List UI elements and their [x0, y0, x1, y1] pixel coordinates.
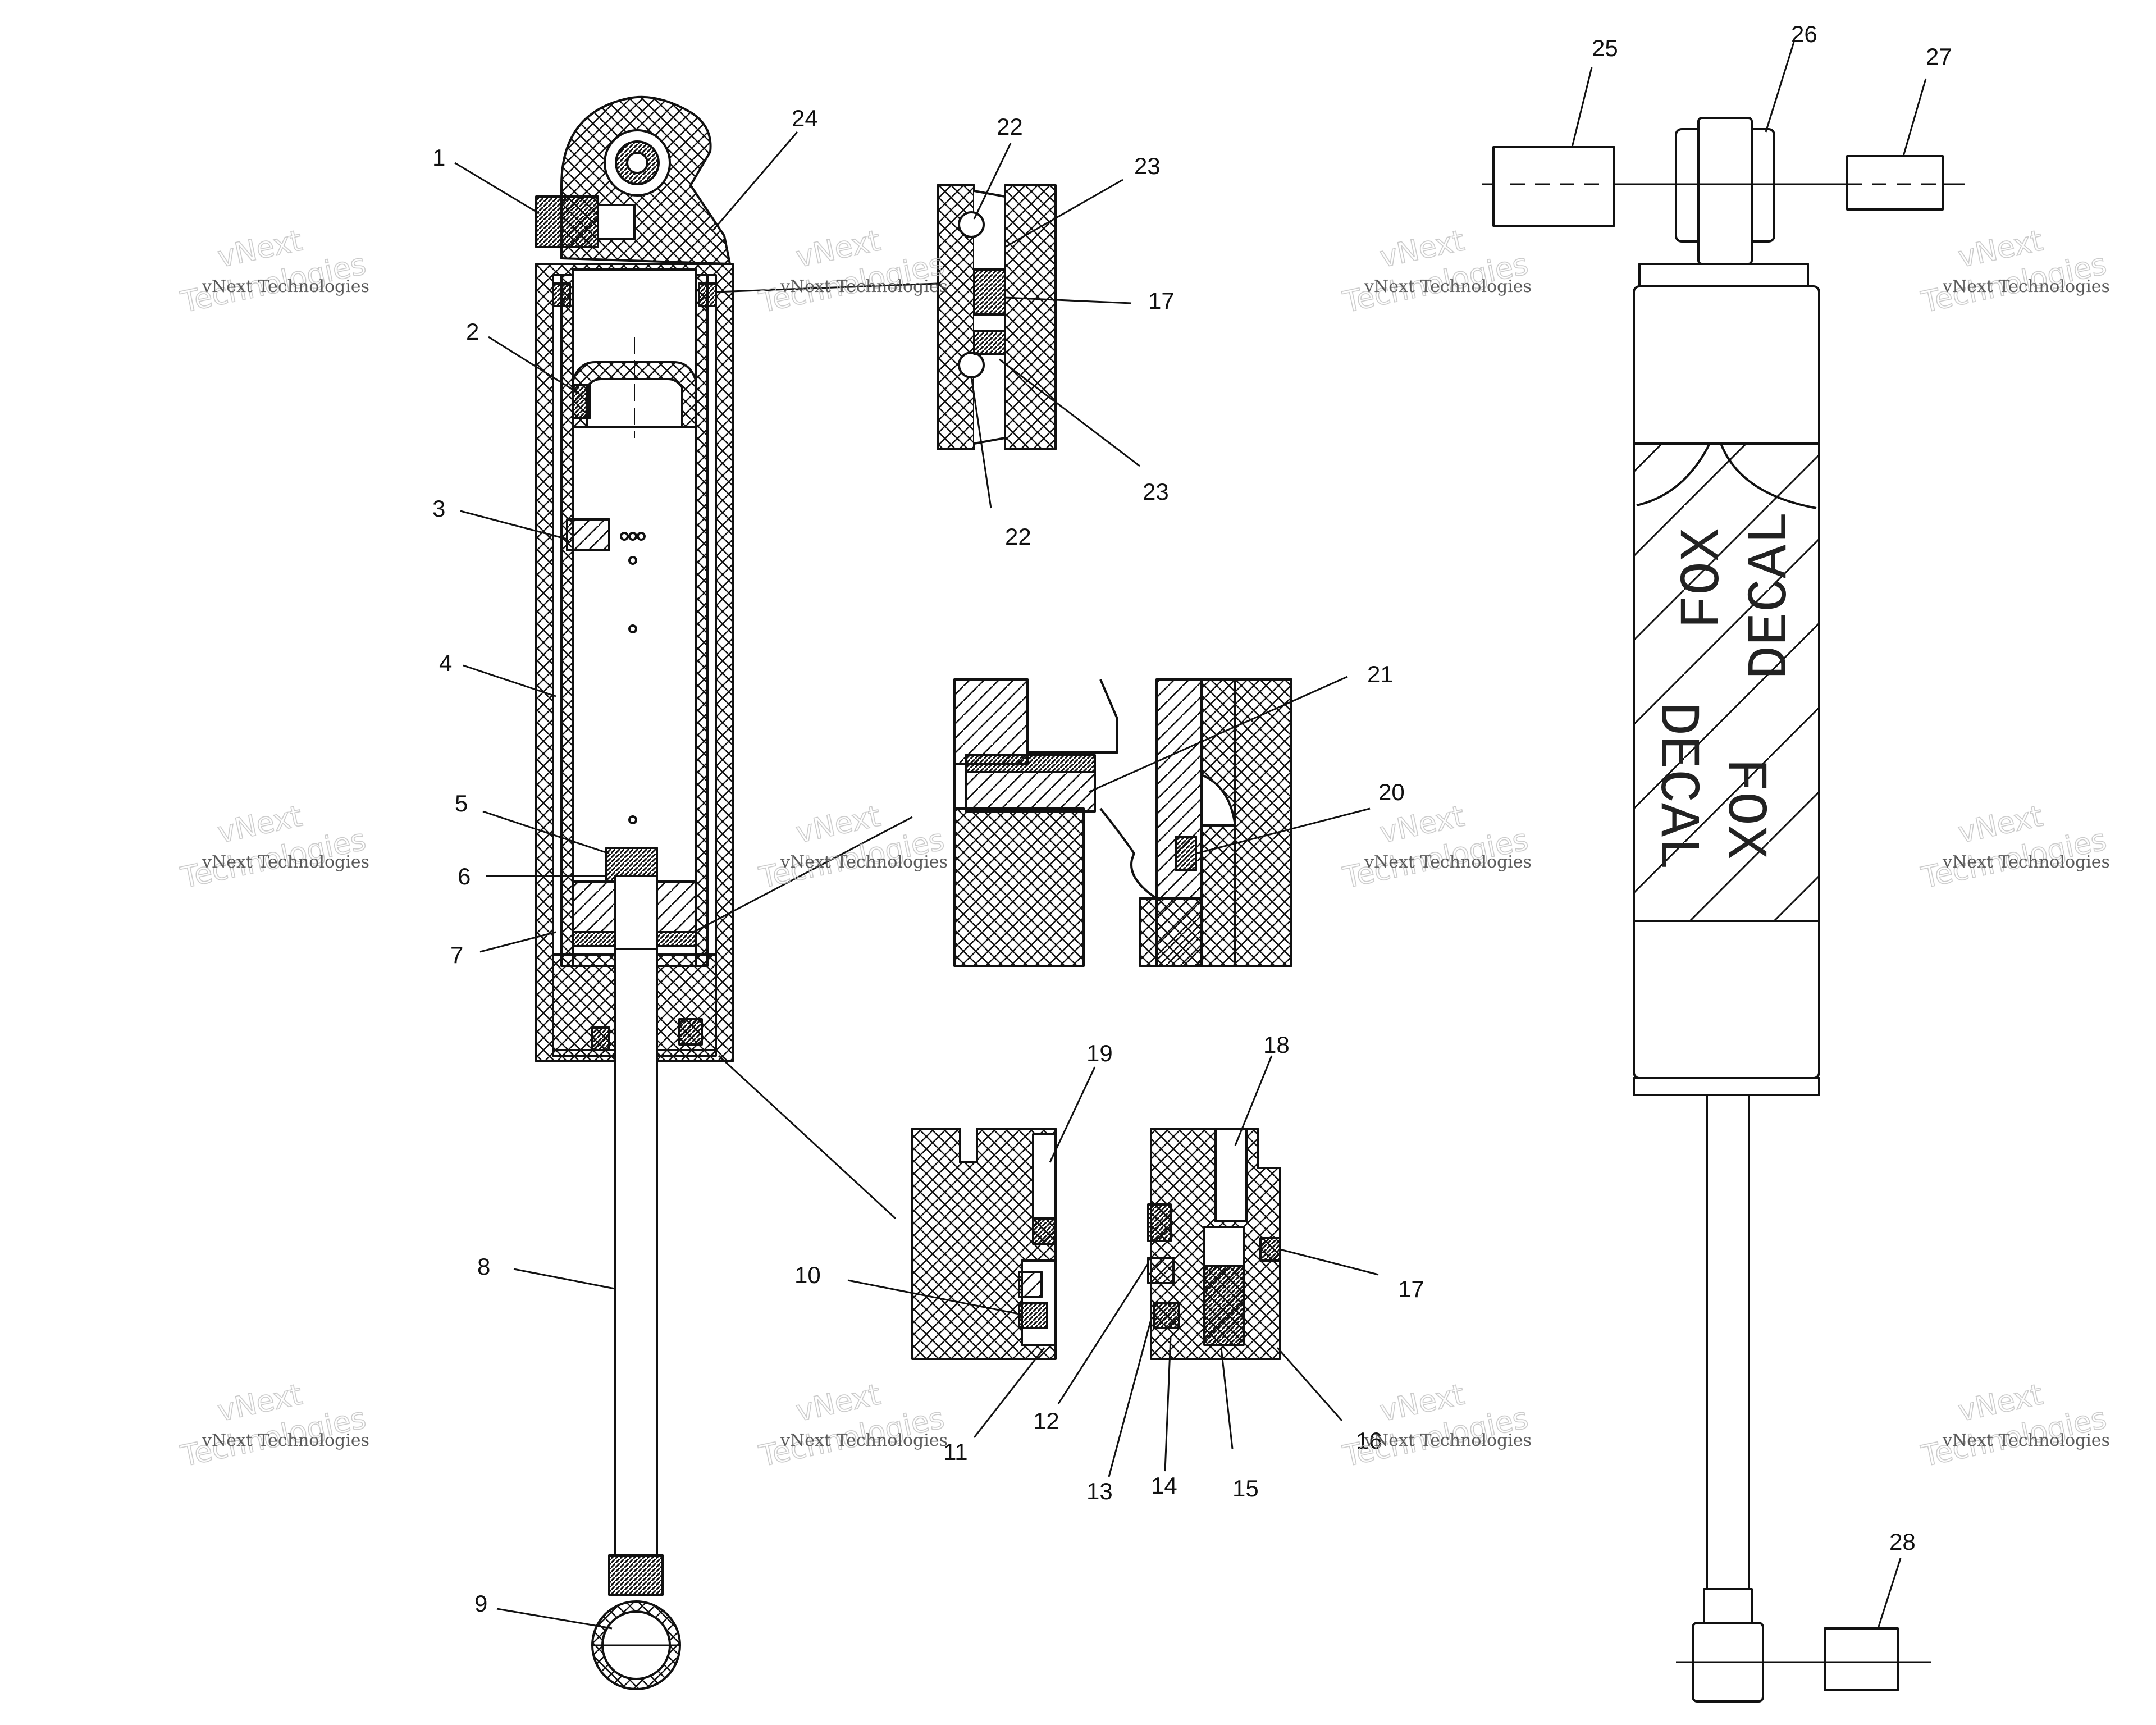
svg-text:vNext Technologies: vNext Technologies [1364, 1431, 1532, 1450]
shock-cross-section [535, 95, 734, 1690]
watermark-8: vNext Technologies vNext Technologies [1918, 799, 2110, 896]
callout-22-lower: 22 [1005, 523, 1031, 550]
watermark-12: vNext Technologies vNext Technologies [1918, 1377, 2110, 1474]
shaft-thread [608, 1554, 664, 1596]
watermark-6: vNext Technologies vNext Technologies [756, 799, 948, 896]
watermark-7: vNext Technologies vNext Technologies [1340, 799, 1532, 896]
callout-8: 8 [477, 1253, 490, 1280]
callout-28: 28 [1889, 1528, 1916, 1555]
schrader-valve [535, 195, 599, 248]
callout-17-top: 17 [1148, 288, 1175, 314]
fox-decal [1633, 442, 1820, 922]
decal-fox-lower: FOX [1712, 758, 1775, 859]
svg-text:vNext Technologies: vNext Technologies [780, 1431, 948, 1450]
callout-25: 25 [1592, 35, 1618, 61]
svg-text:vNext Technologies: vNext Technologies [202, 1431, 369, 1450]
callout-9: 9 [474, 1590, 487, 1617]
callout-10: 10 [794, 1262, 821, 1288]
callout-22-upper: 22 [997, 113, 1023, 140]
wiper-seal [1018, 1302, 1048, 1329]
bleed-screw [1203, 1265, 1245, 1346]
shock-exterior-view [1633, 117, 1820, 1703]
detail-seal-head-left [911, 1128, 1057, 1360]
svg-text:vNext Technologies: vNext Technologies [780, 852, 948, 872]
watermark-10: vNext Technologies vNext Technologies [756, 1377, 948, 1474]
spacer-25 [1492, 146, 1615, 227]
callout-23-upper: 23 [1134, 153, 1161, 179]
svg-text:vNext Technologies: vNext Technologies [1942, 1431, 2110, 1450]
svg-text:vNext Technologies: vNext Technologies [1364, 277, 1532, 296]
watermark-4: vNext Technologies vNext Technologies [1918, 223, 2110, 320]
callout-7: 7 [450, 942, 463, 968]
callout-21: 21 [1367, 661, 1394, 687]
watermark-1: vNext Technologies vNext Technologies [177, 223, 369, 320]
decal-lettering: FOX DECAL FOX DECAL [1645, 511, 1803, 870]
callout-6: 6 [458, 863, 471, 889]
callout-16: 16 [1356, 1427, 1382, 1454]
watermark-5: vNext Technologies vNext Technologies [177, 799, 369, 896]
spacer-27 [1846, 155, 1944, 211]
callout-23-lower: 23 [1143, 478, 1169, 505]
o-ring-upper [958, 211, 985, 238]
decal-fox-upper: FOX [1672, 528, 1735, 629]
decal-decal-lower: DECAL [1645, 702, 1708, 870]
decal-decal-upper: DECAL [1739, 511, 1803, 679]
piston-ring [965, 771, 1096, 813]
callout-labels: 1 2 3 4 5 6 7 8 9 10 11 12 13 14 15 16 1… [432, 21, 1952, 1617]
callout-26: 26 [1791, 21, 1817, 47]
watermarks: vNext Technologies vNext Technologies vN… [177, 223, 2110, 1474]
callout-12: 12 [1033, 1408, 1059, 1434]
svg-text:vNext Technologies: vNext Technologies [1942, 277, 2110, 296]
callout-27: 27 [1926, 43, 1952, 70]
callout-17-seal-head: 17 [1398, 1276, 1424, 1302]
exterior-shaft [1706, 1094, 1750, 1590]
callout-3: 3 [432, 495, 445, 522]
callout-4: 4 [439, 650, 452, 676]
callout-2: 2 [466, 318, 479, 345]
callout-1: 1 [432, 144, 445, 171]
callout-15: 15 [1232, 1475, 1259, 1502]
watermark-3: vNext Technologies vNext Technologies [1340, 223, 1532, 320]
piston-o-ring [1175, 836, 1197, 871]
svg-text:vNext Technologies: vNext Technologies [202, 852, 369, 872]
spacers [1482, 146, 1965, 1691]
shaft [614, 948, 658, 1557]
callout-11: 11 [943, 1439, 968, 1465]
detail-piston-seal [953, 678, 1292, 967]
watermark-9: vNext Technologies vNext Technologies [177, 1377, 369, 1474]
callout-13: 13 [1086, 1478, 1113, 1504]
callout-14: 14 [1151, 1472, 1177, 1499]
svg-text:vNext Technologies: vNext Technologies [1364, 852, 1532, 872]
callout-18: 18 [1263, 1032, 1290, 1058]
backup-ring-17 [973, 268, 1006, 316]
svg-text:vNext Technologies: vNext Technologies [1942, 852, 2110, 872]
detail-top-seal [937, 184, 1057, 450]
watermark-2: vNext Technologies vNext Technologies [756, 223, 948, 320]
svg-text:vNext Technologies: vNext Technologies [780, 277, 948, 296]
o-ring-lower [958, 352, 985, 378]
detail-seal-head-right [1147, 1128, 1281, 1360]
svg-text:vNext Technologies: vNext Technologies [202, 277, 369, 296]
bypass-port [566, 518, 610, 551]
leader-lines [454, 42, 1927, 1630]
callout-20: 20 [1378, 779, 1405, 805]
callout-24: 24 [792, 105, 818, 131]
callout-19: 19 [1086, 1040, 1113, 1066]
callout-5: 5 [455, 790, 468, 816]
spacer-28 [1824, 1627, 1899, 1691]
